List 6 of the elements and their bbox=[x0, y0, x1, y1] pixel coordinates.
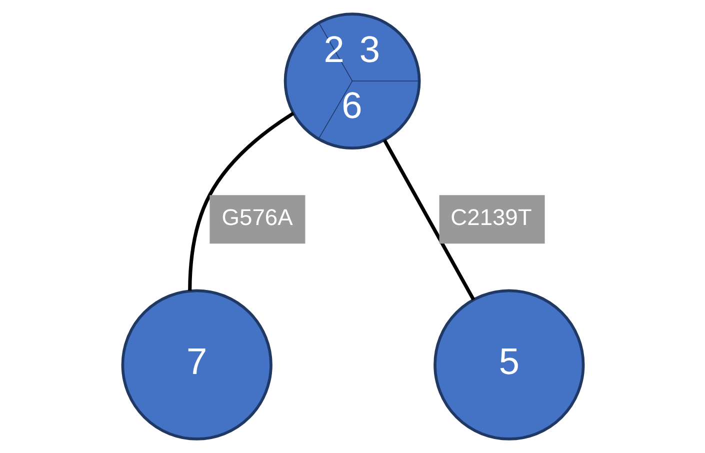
edge-label: G576A bbox=[221, 204, 292, 230]
edge-label: C2139T bbox=[450, 204, 532, 230]
node-circle: 5 bbox=[433, 289, 584, 440]
connector bbox=[188, 112, 294, 291]
node-circle: 7 bbox=[120, 289, 272, 440]
connector bbox=[382, 139, 475, 300]
